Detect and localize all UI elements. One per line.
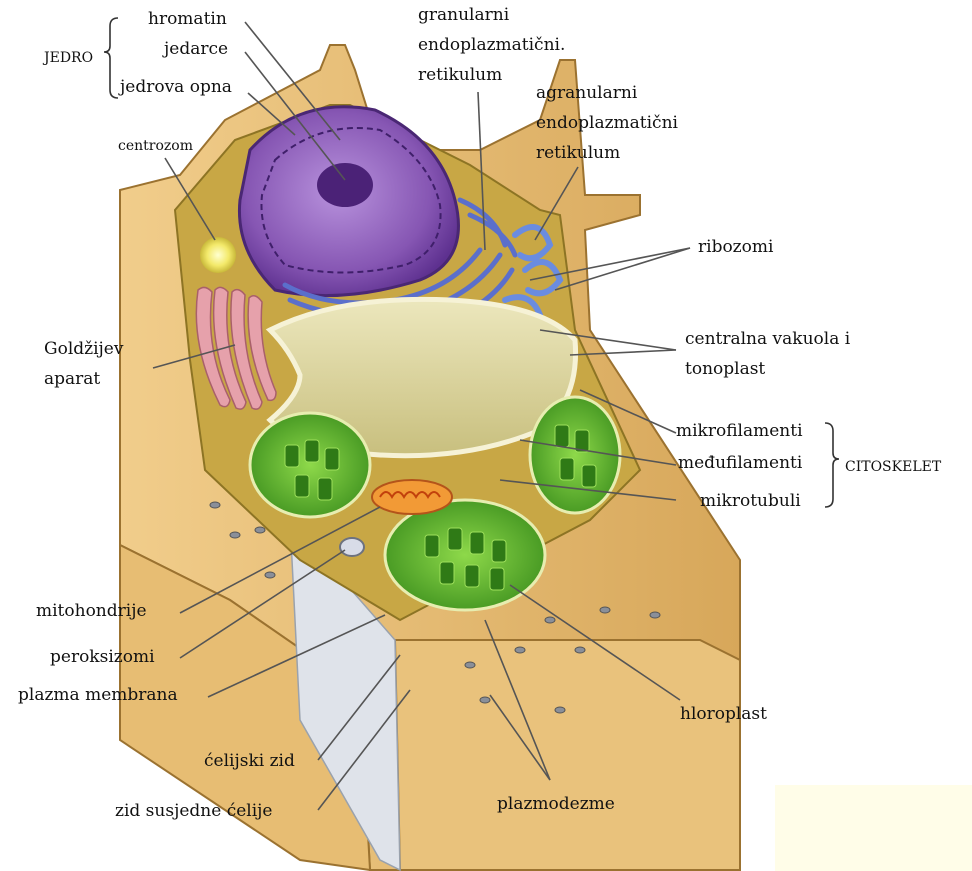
label-celijski-zid: ćelijski zid <box>204 752 295 772</box>
label-plazma-membrana: plazma membrana <box>18 686 178 706</box>
label-jedrova-opna: jedrova opna <box>120 78 232 98</box>
label-granularni-1: granularni <box>418 6 509 26</box>
label-agranularni-1: agranularni <box>536 84 637 104</box>
label-hloroplast: hloroplast <box>680 705 767 725</box>
label-mikrofilamenti: mikrofilamenti <box>676 422 803 442</box>
label-goldzijev-1: Goldžijev <box>44 340 123 360</box>
label-jedarce: jedarce <box>164 40 228 60</box>
label-granularni-3: retikulum <box>418 66 502 86</box>
yellow-patch <box>775 785 972 871</box>
jedro-brace <box>104 18 118 98</box>
label-peroksizomi: peroksizomi <box>50 648 155 668</box>
nucleolus <box>317 163 373 207</box>
label-granularni-2: endoplazmatični. <box>418 36 565 56</box>
label-hromatin: hromatin <box>148 10 227 30</box>
label-agranularni-3: retikulum <box>536 144 620 164</box>
label-centrozom: centrozom <box>118 138 193 154</box>
label-jedro: JEDRO <box>44 50 93 66</box>
label-medufilamenti: međufilamenti <box>678 454 802 474</box>
label-mitohondrije: mitohondrije <box>36 602 147 622</box>
label-vakuola-2: tonoplast <box>685 360 765 380</box>
citoskelet-brace <box>825 423 839 507</box>
label-plazmodezme: plazmodezme <box>497 795 615 815</box>
label-vakuola-1: centralna vakuola i <box>685 330 850 350</box>
nucleus <box>239 107 458 296</box>
label-agranularni-2: endoplazmatični <box>536 114 678 134</box>
label-citoskelet: CITOSKELET <box>845 459 941 475</box>
label-goldzijev-2: aparat <box>44 370 100 390</box>
peroxisome <box>340 538 364 556</box>
label-ribozomi: ribozomi <box>698 238 773 258</box>
label-zid-susjedne-celije: zid susjedne ćelije <box>115 802 273 822</box>
label-mikrotubuli: mikrotubuli <box>700 492 801 512</box>
centrosome <box>200 237 236 273</box>
